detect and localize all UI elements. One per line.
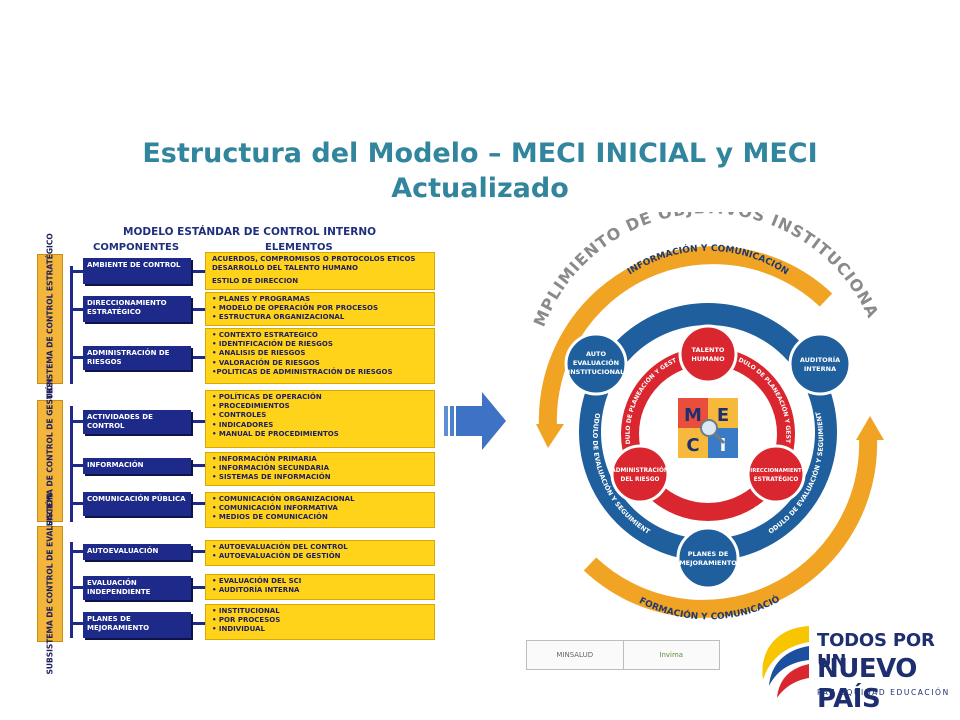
svg-text:E: E <box>717 405 729 426</box>
column-componentes: COMPONENTES <box>93 242 180 253</box>
subsistema-gestion: SUBSISTEMA DE CONTROL DE GESTIÓN <box>37 379 63 543</box>
connector <box>70 308 83 311</box>
connector <box>191 356 205 359</box>
svg-text:AUDITORÍA: AUDITORÍA <box>800 355 840 364</box>
connector <box>191 622 205 625</box>
right-arrow-icon <box>444 392 506 450</box>
title-line-1: Estructura del Modelo – MECI INICIAL y M… <box>142 138 818 169</box>
elementos-autoevaluacion: • AUTOEVALUACIÓN DEL CONTROL • AUTOEVALU… <box>205 540 435 566</box>
elementos-planes-mejoramiento: • INSTITUCIONAL • POR PROCESOS • INDIVID… <box>205 604 435 640</box>
elementos-admin-riesgos: • CONTEXTO ESTRATEGICO • IDENTIFICACIÓN … <box>205 328 435 384</box>
componente-admin-riesgos: ADMINISTRACIÓN DE RIESGOS <box>83 346 191 370</box>
slide-title: Estructura del Modelo – MECI INICIAL y M… <box>40 136 920 206</box>
elementos-comunicacion-publica: • COMUNICACIÓN ORGANIZACIONAL • COMUNICA… <box>205 492 435 528</box>
componente-autoevaluacion: AUTOEVALUACIÓN <box>83 544 191 560</box>
connector <box>191 550 205 553</box>
svg-text:ESTRATÉGICO: ESTRATÉGICO <box>754 475 799 483</box>
brand-line-1: TODOS POR UN <box>817 630 935 672</box>
brand-line-2: NUEVO PAÍS <box>817 654 917 714</box>
svg-text:DIRECCIONAMIENTO: DIRECCIONAMIENTO <box>746 468 807 474</box>
connector <box>191 586 205 589</box>
node-direccionamiento-estrategico: DIRECCIONAMIENTO ESTRATÉGICO <box>746 444 807 504</box>
svg-text:I: I <box>720 435 727 456</box>
node-auditoria-interna: AUDITORÍA INTERNA <box>788 332 852 396</box>
connector <box>70 266 73 384</box>
svg-text:INSTITUCIONAL: INSTITUCIONAL <box>568 368 624 376</box>
svg-text:INTERNA: INTERNA <box>804 365 836 373</box>
connector <box>191 308 205 311</box>
elementos-informacion: • INFORMACIÓN PRIMARIA • INFORMACIÓN SEC… <box>205 452 435 486</box>
componente-comunicacion-publica: COMUNICACIÓN PÚBLICA <box>83 492 191 516</box>
connector <box>70 420 83 423</box>
colombia-flag-swoosh-icon <box>762 626 809 698</box>
connector <box>191 502 205 505</box>
svg-text:C: C <box>686 435 699 456</box>
svg-text:AUTO: AUTO <box>586 350 607 358</box>
orange-arrowhead-icon <box>536 424 564 448</box>
node-planes-mejoramiento: PLANES DE MEJORAMIENTO <box>676 526 740 590</box>
node-administracion-riesgo: ADMINISTRACIÓN DEL RIESGO <box>610 444 670 504</box>
elementos-ambiente-control: ACUERDOS, COMPROMISOS O PROTOCOLOS ETICO… <box>205 252 435 290</box>
node-talento-humano: TALENTO HUMANO <box>678 324 738 384</box>
subsistema-estrategico: SUBSISTEMA DE CONTROL ESTRATÉGICO <box>37 233 63 405</box>
componente-direccionamiento: DIRECCIONAMIENTO ESTRATÉGICO <box>83 296 191 322</box>
componente-informacion: INFORMACIÓN <box>83 458 191 474</box>
connector <box>70 622 83 625</box>
svg-text:EVALUACIÓN: EVALUACIÓN <box>573 358 619 367</box>
brand-line-3: PAZ EQUIDAD EDUCACIÓN <box>817 688 950 697</box>
connector <box>70 542 73 638</box>
connector <box>70 270 83 273</box>
connector <box>70 502 83 505</box>
node-auto-evaluacion: AUTO EVALUACIÓN INSTITUCIONAL <box>564 332 628 396</box>
connector <box>70 550 83 553</box>
connector <box>191 464 205 467</box>
connector <box>70 464 83 467</box>
componente-ambiente-control: AMBIENTE DE CONTROL <box>83 258 191 284</box>
svg-text:M: M <box>684 405 702 426</box>
componente-evaluacion-independiente: EVALUACIÓN INDEPENDIENTE <box>83 576 191 600</box>
column-elementos: ELEMENTOS <box>265 242 333 253</box>
invima-logo: Invima <box>659 651 684 659</box>
connector <box>191 420 205 423</box>
title-line-2: Actualizado <box>391 173 569 204</box>
svg-text:MEJORAMIENTO: MEJORAMIENTO <box>679 559 737 567</box>
meci-center-puzzle: M E C I <box>678 398 738 458</box>
elementos-evaluacion-independiente: • EVALUACIÓN DEL SCI • AUDITORÍA INTERNA <box>205 574 435 600</box>
svg-text:PLANES DE: PLANES DE <box>688 550 729 558</box>
table-header: MODELO ESTÁNDAR DE CONTROL INTERNO <box>123 226 377 238</box>
subsistema-evaluacion: SUBSISTEMA DE CONTROL DE EVALUACIÓN <box>37 494 63 675</box>
todos-por-un-nuevo-pais-logo: TODOS POR UN NUEVO PAÍS PAZ EQUIDAD EDUC… <box>755 622 950 714</box>
meci-wheel-diagram: CUMPLIMIENTO DE OBJETIVOS INSTITUCIONALE… <box>508 212 884 622</box>
svg-text:ADMINISTRACIÓN: ADMINISTRACIÓN <box>611 467 669 474</box>
svg-text:TALENTO: TALENTO <box>692 346 725 354</box>
orange-arrowhead-icon <box>856 416 884 440</box>
connector <box>70 586 83 589</box>
minsalud-logo: MINSALUD <box>527 641 624 669</box>
meci-structure-table: MODELO ESTÁNDAR DE CONTROL INTERNO COMPO… <box>33 220 439 675</box>
institutional-logos: MINSALUD Invima <box>526 640 720 670</box>
elementos-actividades-control: • POLÍTICAS DE OPERACIÓN • PROCEDIMIENTO… <box>205 390 435 448</box>
elementos-direccionamiento: • PLANES Y PROGRAMAS • MODELO DE OPERACI… <box>205 292 435 326</box>
componente-planes-mejoramiento: PLANES DE MEJORAMIENTO <box>83 612 191 638</box>
svg-text:DEL RIESGO: DEL RIESGO <box>621 477 660 483</box>
orange-cycle-arrow <box>583 436 878 618</box>
svg-text:HUMANO: HUMANO <box>691 355 725 363</box>
componente-actividades-control: ACTIVIDADES DE CONTROL <box>83 410 191 434</box>
magnifier-icon <box>700 419 726 445</box>
connector <box>191 270 205 273</box>
orange-cycle-arrow <box>538 246 833 428</box>
connector <box>70 356 83 359</box>
